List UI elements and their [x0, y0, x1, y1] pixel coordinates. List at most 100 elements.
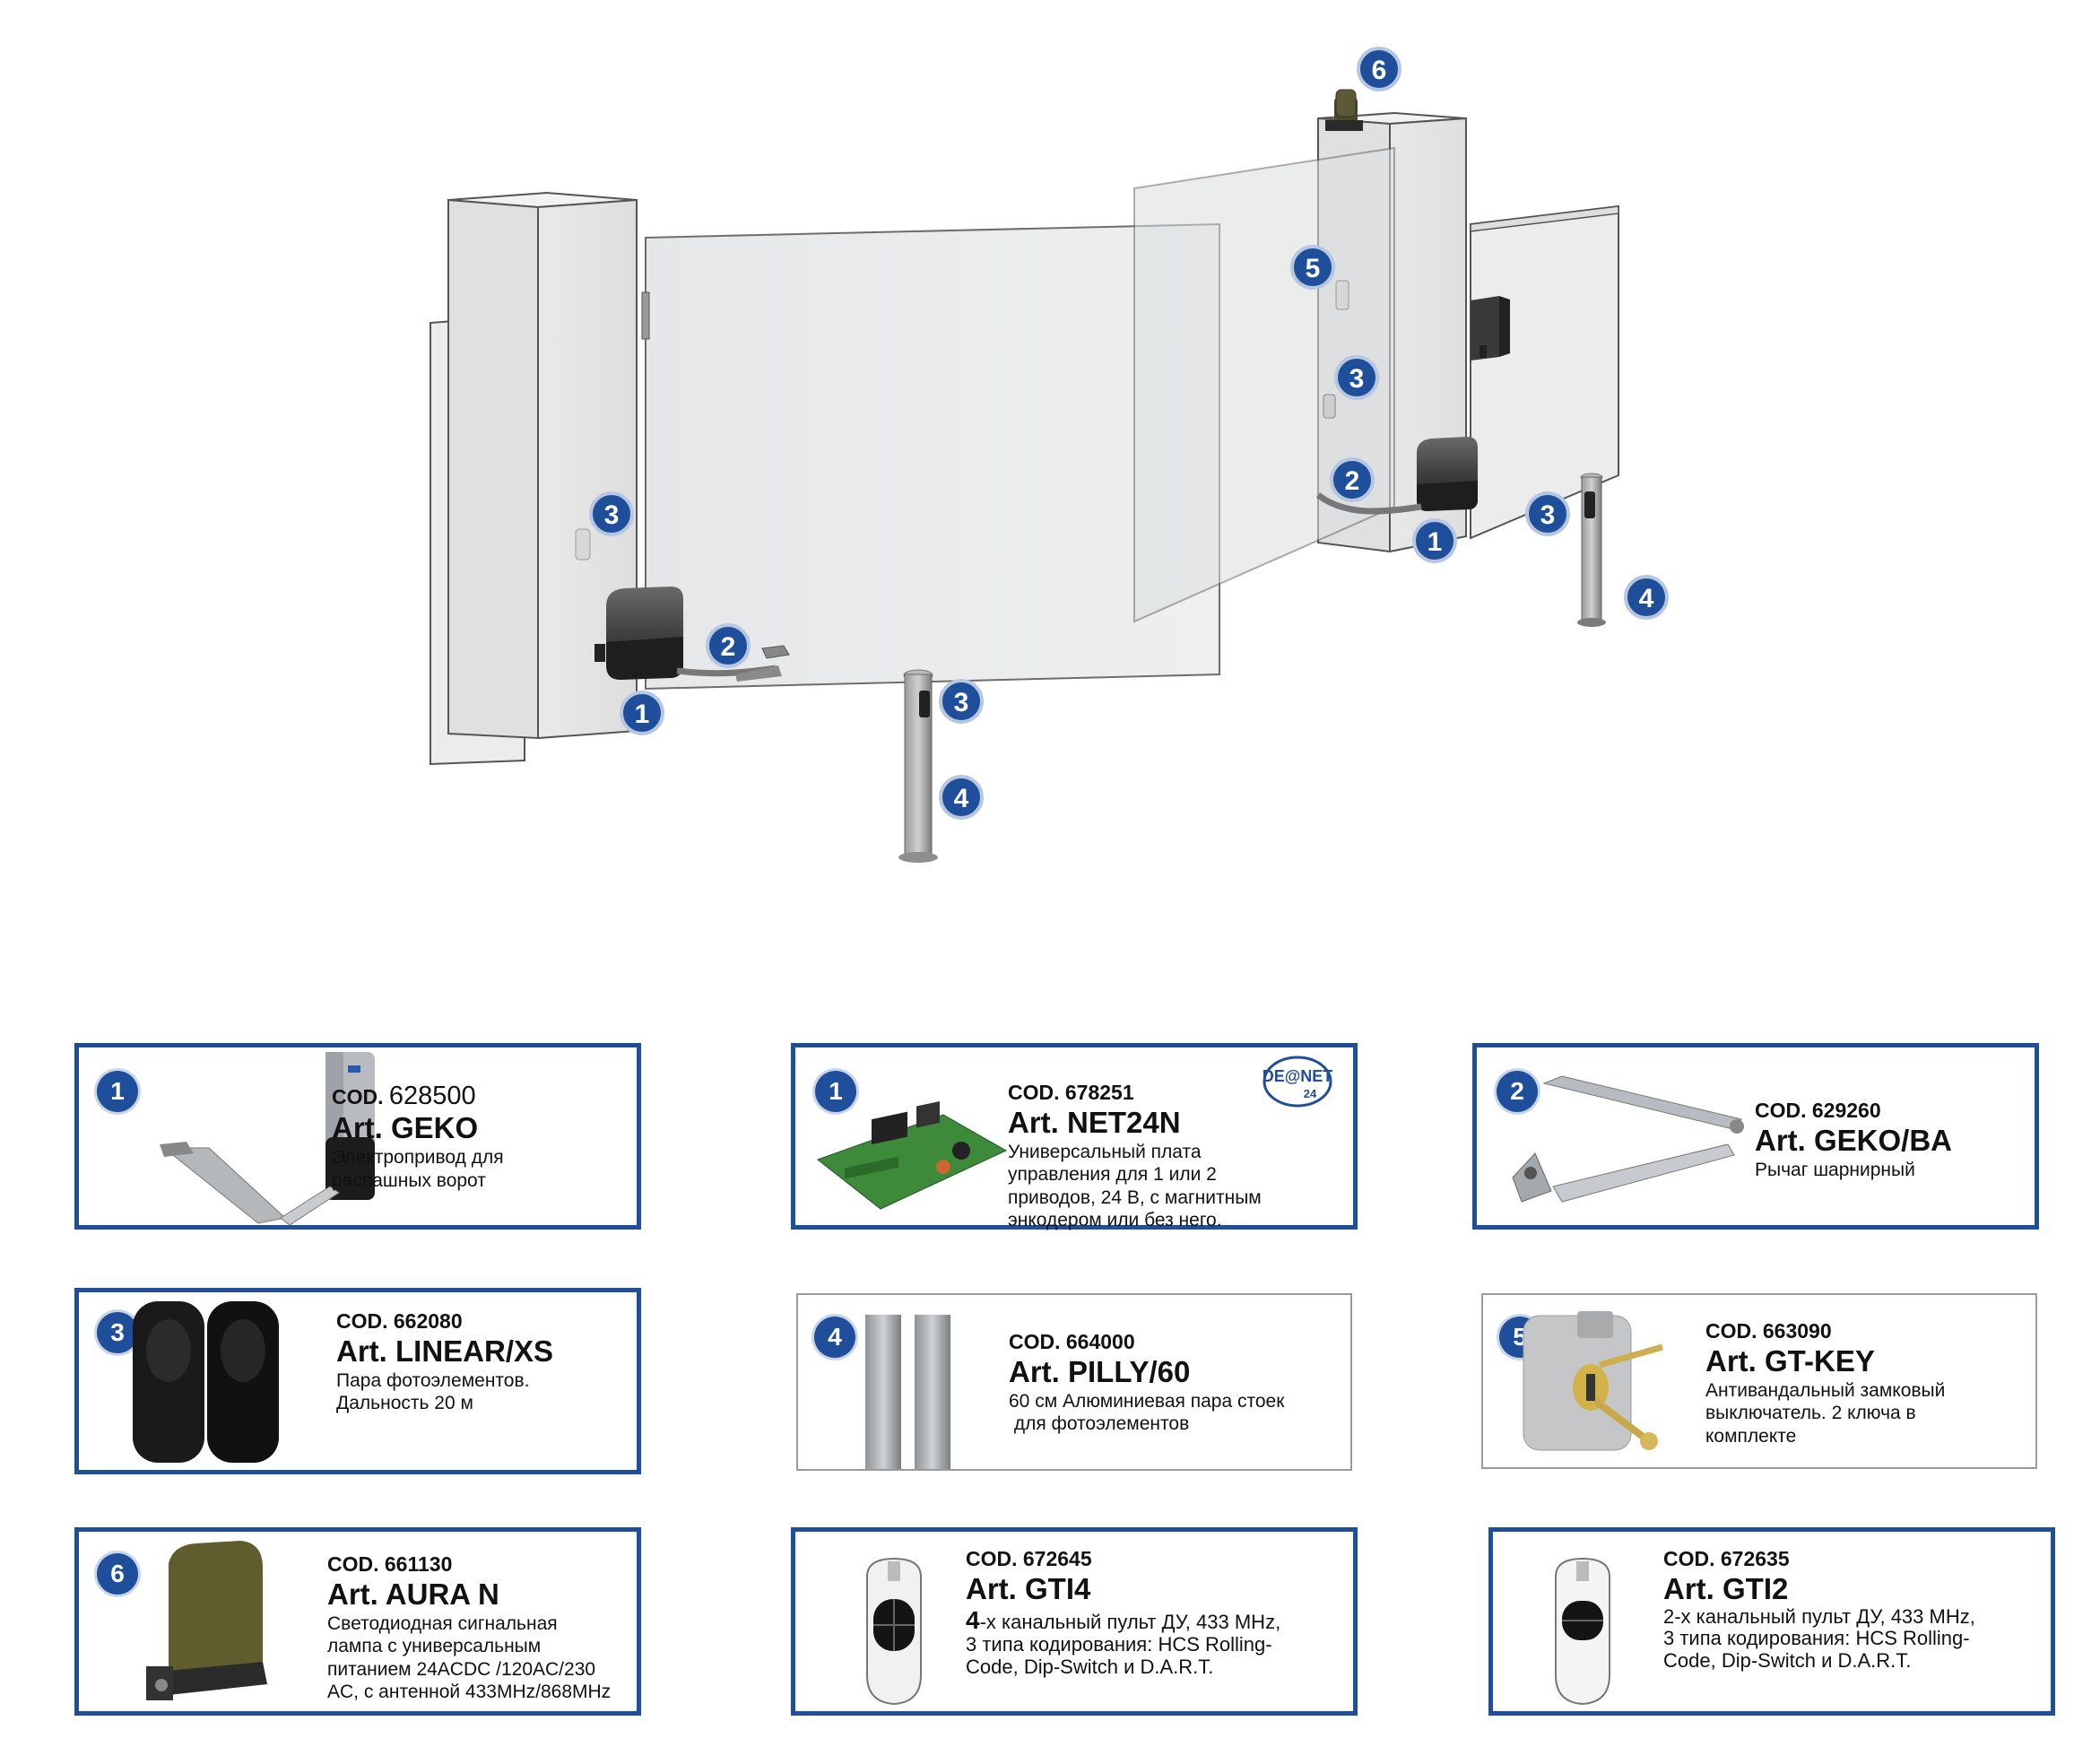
card-text: COD. 662080 Art. LINEAR/XS Пара фотоэлем… — [336, 1309, 554, 1414]
gate-installation-diagram: 6 5 3 2 1 3 4 3 2 1 3 4 — [430, 47, 1669, 863]
signal-lamp-icon — [146, 1541, 267, 1700]
product-desc-line: выключатель. 2 ключа в — [1705, 1403, 1916, 1424]
product-desc-line: энкодером или без него. — [1008, 1210, 1222, 1231]
card-number-badge: 6 — [97, 1553, 138, 1595]
diagram-badge-3-top: 3 — [1334, 355, 1379, 400]
product-desc-line: распашных ворот — [332, 1169, 486, 1191]
card-number-badge: 4 — [814, 1317, 855, 1358]
product-desc-line: Code, Dip-Switch и D.A.R.T. — [1663, 1648, 1912, 1672]
product-art: Art. AURA N — [327, 1577, 499, 1611]
card-text: COD. 628500 Art. GEKO Электропривод для … — [332, 1082, 504, 1191]
card-text: COD. 672645 Art. GTI4 4-х канальный пуль… — [966, 1547, 1280, 1678]
product-card-gti2: COD. 672635 Art. GTI2 2-х канальный пуль… — [1488, 1527, 2055, 1716]
product-desc-line: Пара фотоэлементов. — [336, 1369, 530, 1391]
logo-text-2: 24 — [1304, 1087, 1317, 1100]
svg-text:3: 3 — [954, 688, 969, 717]
product-desc-line: AC, с антенной 433MHz/868MHz — [327, 1682, 612, 1703]
card-text: COD. 672635 Art. GTI2 2-х канальный пуль… — [1663, 1547, 1975, 1673]
svg-text:1: 1 — [1427, 527, 1443, 557]
diagram-badge-2-left: 2 — [706, 623, 751, 668]
product-card-pilly-60: 4 COD. 664000 Art. PILLY/60 60 см Алюмин… — [796, 1293, 1352, 1471]
card-text: COD. 661130 Art. AURA N Светодиодная сиг… — [327, 1552, 612, 1703]
card-text: COD. 663090 Art. GT-KEY Антивандальный з… — [1705, 1319, 1946, 1447]
svg-text:5: 5 — [1306, 254, 1321, 283]
product-card-linear-xs: 3 COD. 662080 Art. LINEAR/XS Пара фотоэл… — [74, 1288, 641, 1474]
product-art: Art. LINEAR/XS — [336, 1334, 554, 1368]
svg-text:4: 4 — [954, 784, 969, 813]
left-gate-leaf — [645, 222, 1220, 691]
svg-text:2: 2 — [1345, 466, 1360, 496]
right-motor — [1417, 437, 1478, 511]
card-number-badge: 1 — [815, 1071, 856, 1112]
left-arm — [676, 645, 790, 682]
key-switch — [1335, 280, 1349, 310]
diagram-badge-6: 6 — [1357, 47, 1401, 91]
product-cod: COD. 662080 — [336, 1309, 463, 1333]
product-cod: COD. 672645 — [966, 1547, 1092, 1570]
svg-text:3: 3 — [1540, 500, 1556, 530]
product-cod: COD. 678251 — [1008, 1081, 1134, 1104]
product-cod: COD. 629260 — [1755, 1099, 1881, 1122]
product-desc-line: Дальность 20 м — [336, 1393, 473, 1414]
svg-text:2: 2 — [721, 632, 736, 662]
right-arm — [1315, 492, 1422, 515]
cod-number: 628500 — [388, 1082, 476, 1110]
diagram-badge-4-front: 4 — [939, 775, 984, 820]
product-desc-line: для фотоэлементов — [1009, 1413, 1190, 1435]
diagram-badge-3-post: 3 — [1525, 491, 1570, 536]
photocell-left-pillar — [575, 528, 591, 561]
product-cod: COD. 672635 — [1663, 1547, 1790, 1570]
product-desc-line: питанием 24ACDC /120AC/230 — [327, 1658, 596, 1680]
product-card-aura-n: 6 COD. 661130 Art. AURA N Светодиодная с… — [74, 1527, 641, 1716]
product-art: Art. PILLY/60 — [1009, 1354, 1191, 1388]
product-cod: COD. 628500 — [332, 1082, 504, 1110]
product-card-geko: 1 COD. 628500 Art. GEKO Электропривод дл… — [74, 1043, 641, 1230]
product-desc-line: Универсальный плата — [1008, 1141, 1202, 1162]
product-desc-line: лампа с универсальным — [327, 1636, 542, 1657]
product-art: Art. GT-KEY — [1705, 1343, 1875, 1378]
product-art: Art. GEKO — [332, 1111, 479, 1145]
control-board-icon — [816, 1100, 1008, 1210]
photocell-icon — [133, 1301, 279, 1463]
deanet-logo: DE@NET 24 — [1263, 1056, 1332, 1108]
svg-text:6: 6 — [1372, 56, 1387, 85]
card-number-badge: 2 — [1497, 1071, 1538, 1112]
svg-text:3: 3 — [604, 500, 620, 530]
diagram-badge-4-right: 4 — [1624, 575, 1669, 620]
product-card-gt-key: 5 COD. 663090 Art. GT-KEY Антивандальный… — [1481, 1293, 2037, 1469]
svg-text:3: 3 — [1349, 364, 1365, 394]
diagram-badge-1-right: 1 — [1412, 518, 1457, 563]
product-desc-line: 4-х канальный пульт ДУ, 433 MHz, — [966, 1606, 1280, 1634]
product-desc-line: Светодиодная сигнальная — [327, 1612, 558, 1634]
product-cod: COD. 663090 — [1705, 1319, 1832, 1343]
control-box — [1471, 296, 1510, 361]
product-art: Art. GTI2 — [1663, 1571, 1789, 1605]
photocell-right-pillar — [1323, 394, 1336, 419]
product-desc-line: комплекте — [1705, 1425, 1797, 1447]
card-number-badge: 3 — [97, 1312, 138, 1353]
diagram-badge-5: 5 — [1290, 245, 1335, 290]
signal-lamp — [1325, 89, 1363, 131]
key-switch-icon — [1523, 1311, 1663, 1451]
card-text: COD. 629260 Art. GEKO/BA Рычаг шарнирный — [1755, 1099, 1952, 1180]
product-art: Art. NET24N — [1008, 1105, 1181, 1139]
diagram-badge-3-left: 3 — [589, 491, 634, 536]
product-desc-line: 2-х канальный пульт ДУ, 433 MHz, — [1663, 1604, 1975, 1628]
right-post — [1577, 473, 1606, 627]
product-desc-line: управления для 1 или 2 — [1008, 1164, 1217, 1186]
product-art: Art. GTI4 — [966, 1571, 1091, 1605]
remote-4ch-icon — [866, 1557, 922, 1706]
product-desc-lead: 4 — [966, 1605, 980, 1634]
card-text: COD. 678251 Art. NET24N Универсальный пл… — [1008, 1081, 1262, 1231]
remote-2ch-icon — [1555, 1557, 1610, 1706]
product-card-geko-ba: 2 COD. 629260 Art. GEKO/BA Рычаг шарнирн… — [1472, 1043, 2039, 1230]
product-desc-line: Антивандальный замковый — [1705, 1379, 1946, 1401]
product-desc-line: Электропривод для — [332, 1147, 504, 1169]
product-desc-line: Code, Dip-Switch и D.A.R.T. — [966, 1655, 1214, 1678]
product-cod: COD. 661130 — [327, 1552, 453, 1576]
product-art: Art. GEKO/BA — [1755, 1123, 1953, 1157]
gate-hinge — [641, 291, 650, 340]
svg-text:4: 4 — [1639, 584, 1654, 613]
post-pair-icon — [865, 1315, 950, 1469]
diagram-badge-2-right: 2 — [1330, 457, 1375, 502]
